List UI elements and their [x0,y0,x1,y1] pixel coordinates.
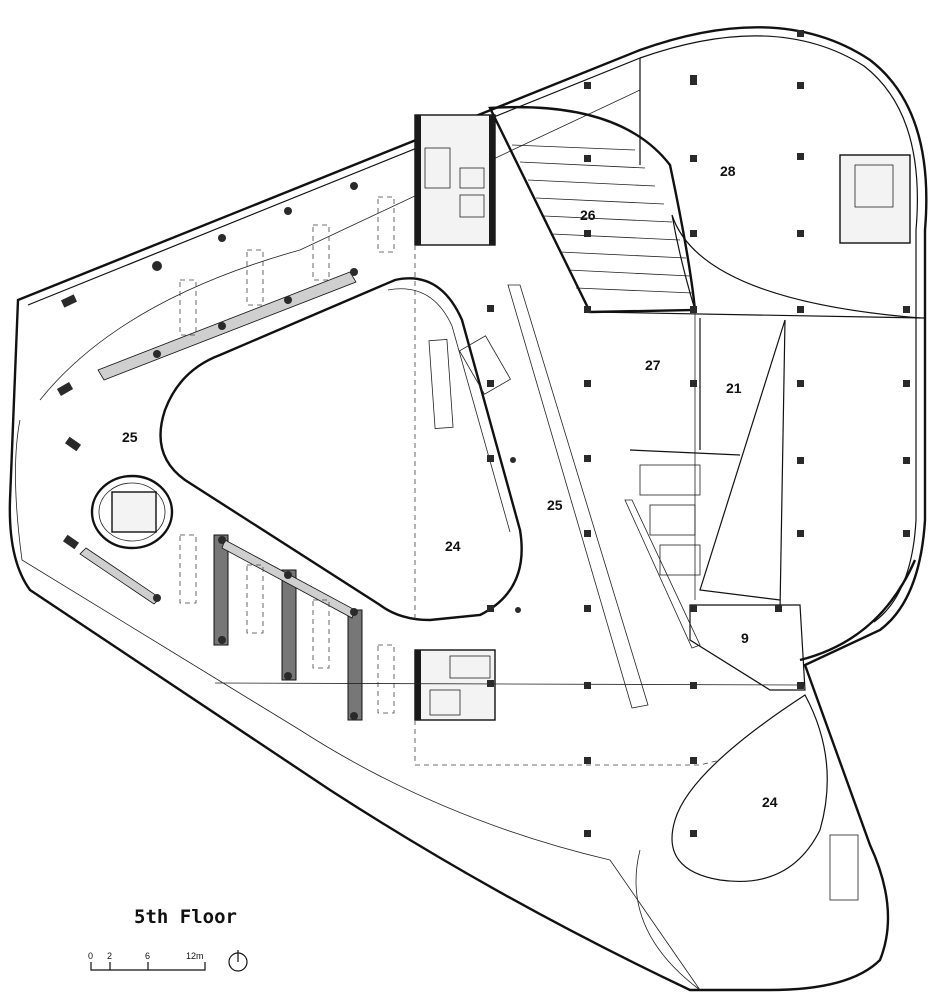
scale-tick-6: 6 [145,951,150,961]
north-arrow-icon [228,950,248,972]
room-label-26: 26 [580,207,596,223]
room-label-24-atrium: 24 [445,538,461,554]
room-label-21: 21 [726,380,742,396]
south-atrium [635,694,859,991]
south-core [414,649,496,721]
room-labels: 28 26 27 21 25 25 24 9 24 [122,163,778,810]
north-core [414,114,496,246]
grid-lines [214,310,801,686]
room-label-27: 27 [645,357,661,373]
scale-tick-0: 0 [88,951,93,961]
scale-bar: 0 2 6 12m [88,951,206,971]
plan-title: 5th Floor [134,906,237,928]
lecture-hall-26 [488,105,697,314]
columns [56,30,910,837]
room-28-walls [639,58,921,319]
room-label-25-central: 25 [547,497,563,513]
room-label-28: 28 [720,163,736,179]
room-label-24-south: 24 [762,794,778,810]
central-ramp [428,284,701,709]
building-outline [8,26,928,992]
scale-tick-2: 2 [107,951,112,961]
room-label-9: 9 [741,630,749,646]
round-stair-core [90,474,174,550]
scale-tick-12m: 12m [186,951,204,961]
room-label-25-west: 25 [122,429,138,445]
atrium-stair [458,335,512,395]
skylights [179,196,721,766]
atrium-void [159,277,523,622]
